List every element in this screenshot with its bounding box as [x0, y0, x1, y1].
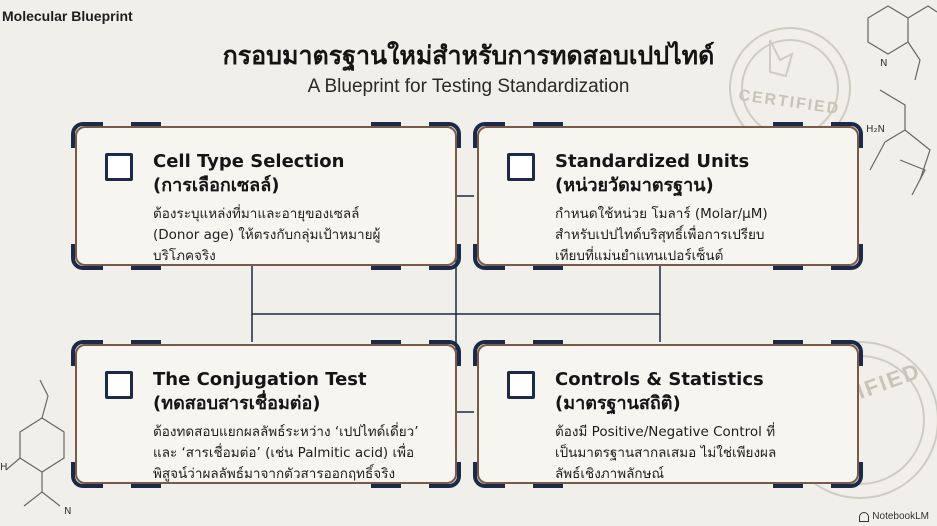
card-title-th: (มาตรฐานสถิติ) [555, 393, 681, 414]
card-conjugation-test: The Conjugation Test (ทดสอบสารเชื่อมต่อ)… [71, 340, 461, 488]
card-title-en: Controls & Statistics [555, 369, 764, 390]
card-title-en: Standardized Units [555, 151, 750, 172]
checkbox-conjugation-test[interactable] [105, 371, 133, 399]
card-body-line: ต้องระบุแหล่งที่มาและอายุของเซลล์ [153, 206, 360, 222]
card-body-line: (Donor age) ให้ตรงกับกลุ่มเป้าหมายผู้ [153, 227, 381, 243]
card-title-en: The Conjugation Test [153, 369, 367, 390]
molecule-label-h: H [0, 462, 8, 473]
card-body-line: และ ‘สารเชื่อมต่อ’ (เช่น Palmitic acid) … [153, 445, 415, 461]
card-title-en: Cell Type Selection [153, 151, 345, 172]
card-body-line: ต้องมี Positive/Negative Control ที่ [555, 424, 776, 440]
brand-label: Molecular Blueprint [2, 8, 133, 24]
card-body-line: สำหรับเปปไทด์บริสุทธิ์เพื่อการเปรียบ [555, 227, 765, 243]
card-cell-type-selection: Cell Type Selection (การเลือกเซลล์) ต้อง… [71, 122, 461, 270]
card-title-th: (การเลือกเซลล์) [153, 175, 280, 196]
card-body-line: บริโภคจริง [153, 248, 216, 264]
logo-text: NotebookLM [872, 511, 929, 522]
card-title-th: (หน่วยวัดมาตรฐาน) [555, 175, 714, 196]
notebooklm-logo: NotebookLM [859, 511, 929, 522]
card-title-th: (ทดสอบสารเชื่อมต่อ) [153, 393, 321, 414]
card-body-line: กำหนดใช้หน่วย โมลาร์ (Molar/µM) [555, 206, 768, 222]
card-body-line: เทียบที่แม่นยำแทนเปอร์เซ็นต์ [555, 248, 724, 264]
page-title: กรอบมาตรฐานใหม่สำหรับการทดสอบเปปไทด์ [222, 41, 715, 70]
card-controls-statistics: Controls & Statistics (มาตรฐานสถิติ) ต้อ… [473, 340, 863, 488]
checkbox-controls-statistics[interactable] [507, 371, 535, 399]
page-subtitle: A Blueprint for Testing Standardization [307, 76, 630, 97]
card-body-line: พิสูจน์ว่าผลลัพธ์มาจากตัวสารออกฤทธิ์จริง [153, 466, 396, 482]
card-body-line: เป็นมาตรฐานสากลเสมอ ไม่ใช่เพียงผล [555, 445, 777, 461]
card-body-line: ลัพธ์เชิงภาพลักษณ์ [555, 466, 665, 482]
molecule-label-amine: H₂N [866, 124, 886, 135]
molecule-label-n2: N [64, 506, 72, 517]
molecule-label-n1: N [880, 58, 888, 69]
checkbox-standardized-units[interactable] [507, 153, 535, 181]
card-body-line: ต้องทดสอบแยกผลลัพธ์ระหว่าง ‘เปปไทด์เดี่ย… [153, 424, 419, 440]
notebooklm-icon [859, 511, 870, 522]
card-standardized-units: Standardized Units (หน่วยวัดมาตรฐาน) กำห… [473, 122, 863, 270]
checkbox-cell-type[interactable] [105, 153, 133, 181]
